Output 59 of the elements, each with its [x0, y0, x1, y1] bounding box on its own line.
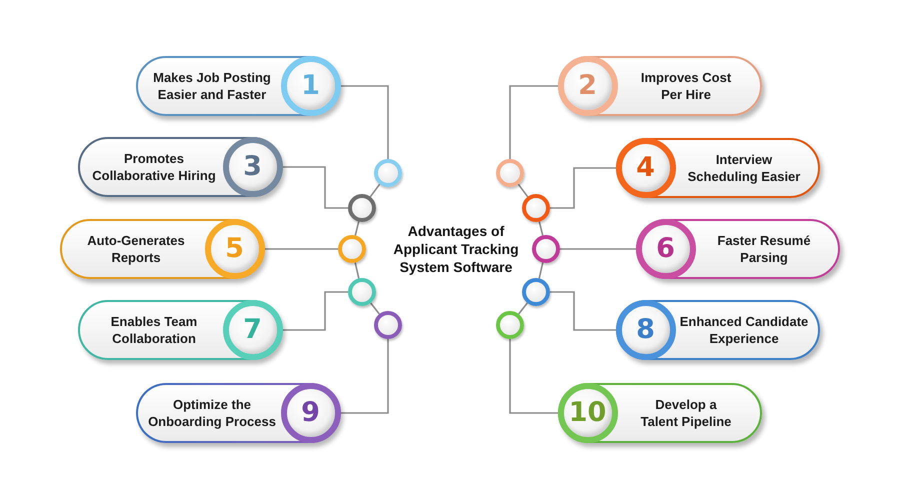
connector-line [340, 339, 389, 414]
connector-line [354, 262, 360, 279]
connector-line [264, 248, 338, 250]
connector-line [538, 262, 544, 279]
advantage-text: Optimize the Onboarding Process [147, 396, 277, 430]
connector-line [550, 167, 616, 209]
advantage-pill [616, 138, 820, 198]
diagram-title: Advantages of Applicant Tracking System Software [392, 222, 520, 276]
ring-icon [374, 311, 402, 339]
ring-icon [374, 159, 402, 187]
step-number: 5 [204, 218, 264, 278]
advantage-pill [60, 219, 264, 279]
step-number: 7 [222, 300, 282, 360]
ring-icon [348, 194, 376, 222]
connector-line [518, 302, 528, 314]
connector-line [282, 166, 348, 209]
advantage-pill [558, 383, 762, 443]
connector-line [518, 184, 528, 198]
connector-line [550, 291, 616, 331]
connector-line [370, 184, 380, 198]
advantage-text: Enhanced Candidate Experience [678, 312, 810, 348]
ring-icon [522, 194, 550, 222]
advantage-pill [636, 219, 840, 279]
advantage-text: Enables Team Collaboration [110, 312, 198, 348]
ring-icon [348, 278, 376, 306]
advantage-text: Promotes Collaborative Hiring [91, 150, 217, 184]
advantage-text: Improves Cost Per Hire [640, 68, 732, 104]
connector-line [370, 302, 380, 314]
connector-line [354, 221, 360, 236]
step-number: 8 [616, 300, 676, 360]
connector-line [282, 291, 348, 331]
advantage-pill [558, 56, 762, 116]
connector-line [509, 339, 558, 414]
connector-line [560, 248, 636, 250]
advantage-text: Auto-Generates Reports [86, 232, 186, 266]
step-number: 10 [558, 382, 618, 442]
step-number: 3 [222, 136, 282, 196]
ring-icon [496, 159, 524, 187]
step-number: 4 [616, 138, 676, 198]
connector-line [340, 85, 389, 159]
advantage-pill [616, 300, 820, 360]
advantage-pill [136, 383, 340, 443]
step-number: 6 [636, 218, 696, 278]
ring-icon [532, 235, 560, 263]
advantage-text: Develop a Talent Pipeline [640, 396, 732, 430]
advantage-pill [78, 137, 282, 197]
ring-icon [338, 235, 366, 263]
connector-line [509, 85, 558, 159]
advantage-text: Makes Job Posting Easier and Faster [152, 68, 272, 104]
advantage-pill [136, 56, 340, 116]
step-number: 1 [280, 56, 340, 116]
advantage-pill [78, 300, 282, 360]
step-number: 9 [280, 382, 340, 442]
ring-icon [496, 311, 524, 339]
connector-line [538, 221, 544, 236]
advantage-text: Faster Resumé Parsing [716, 232, 812, 266]
advantage-text: Interview Scheduling Easier [686, 150, 802, 186]
step-number: 2 [558, 56, 618, 116]
ring-icon [522, 278, 550, 306]
